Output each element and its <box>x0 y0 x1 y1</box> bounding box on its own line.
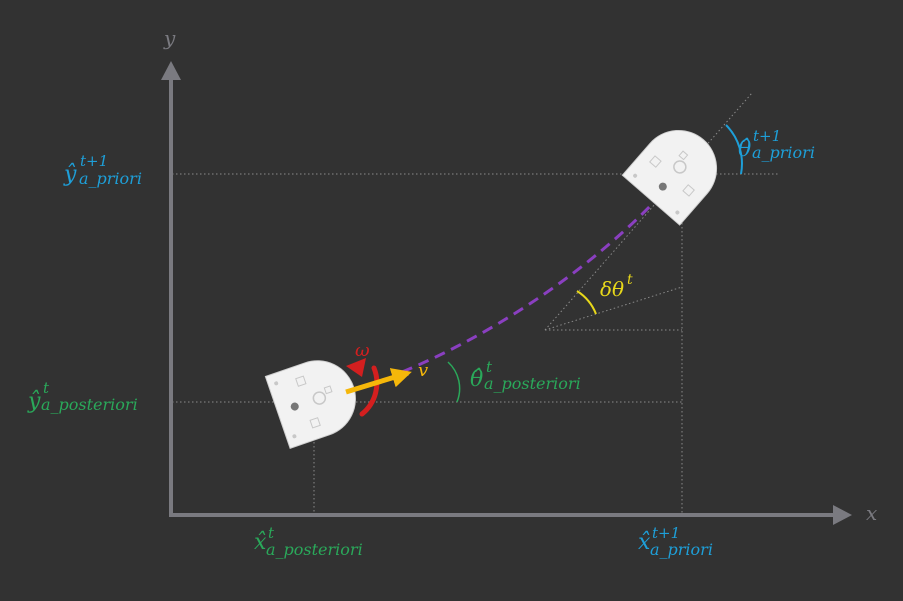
label-y-post-base: ŷ <box>27 389 41 414</box>
omega-arrowhead <box>346 358 366 377</box>
label-delta-theta: δθ t <box>600 272 633 301</box>
label-y-post-sup: t <box>43 379 50 397</box>
omega-label: ω <box>355 340 370 361</box>
label-theta-prior-sup: t+1 <box>753 127 781 145</box>
label-y-prior-sup: t+1 <box>80 152 108 170</box>
theta-post-arc <box>447 361 461 403</box>
axes <box>169 78 836 517</box>
y-axis-label: y <box>163 26 176 50</box>
label-delta-theta-sup: t <box>627 272 633 288</box>
label-theta-post: θ̂ t a_posteriori <box>470 358 581 393</box>
label-theta-post-sub: a_posteriori <box>484 374 581 393</box>
label-x-prior: x̂ t+1 a_priori <box>638 524 713 559</box>
label-x-prior-sup: t+1 <box>652 524 680 542</box>
x-axis-label: x <box>866 501 877 525</box>
label-delta-theta-base: δθ <box>600 277 624 301</box>
x-axis-arrow <box>833 505 852 525</box>
trajectory-path <box>401 194 662 374</box>
guide-heading-prior <box>544 92 753 331</box>
omega-rotation-icon <box>359 365 380 417</box>
label-y-prior-sub: a_priori <box>79 169 142 188</box>
robot-start-icon <box>264 360 356 449</box>
theta-prior-arc <box>725 124 743 175</box>
label-x-post-base: x̂ <box>254 530 267 555</box>
label-theta-prior: θ̂ t+1 a_priori <box>738 127 815 162</box>
label-theta-prior-base: θ̂ <box>738 137 751 162</box>
label-y-prior-base: ŷ <box>63 162 77 187</box>
y-axis-arrow <box>161 61 181 80</box>
label-y-post-sub: a_posteriori <box>41 395 138 414</box>
label-x-prior-base: x̂ <box>638 530 651 555</box>
label-x-prior-sub: a_priori <box>650 540 713 559</box>
delta-theta-arc <box>576 290 597 315</box>
label-theta-post-sup: t <box>486 358 493 376</box>
velocity-arrow <box>345 368 412 395</box>
label-x-post-sup: t <box>268 524 275 542</box>
label-theta-post-base: θ̂ <box>470 367 483 392</box>
robot-end-icon <box>621 130 717 226</box>
label-x-post-sub: a_posteriori <box>266 540 363 559</box>
label-y-prior: ŷ t+1 a_priori <box>63 152 142 188</box>
label-x-post: x̂ t a_posteriori <box>254 524 363 559</box>
label-theta-prior-sub: a_priori <box>752 143 815 162</box>
velocity-label: v <box>418 360 428 381</box>
label-y-post: ŷ t a_posteriori <box>27 379 138 414</box>
